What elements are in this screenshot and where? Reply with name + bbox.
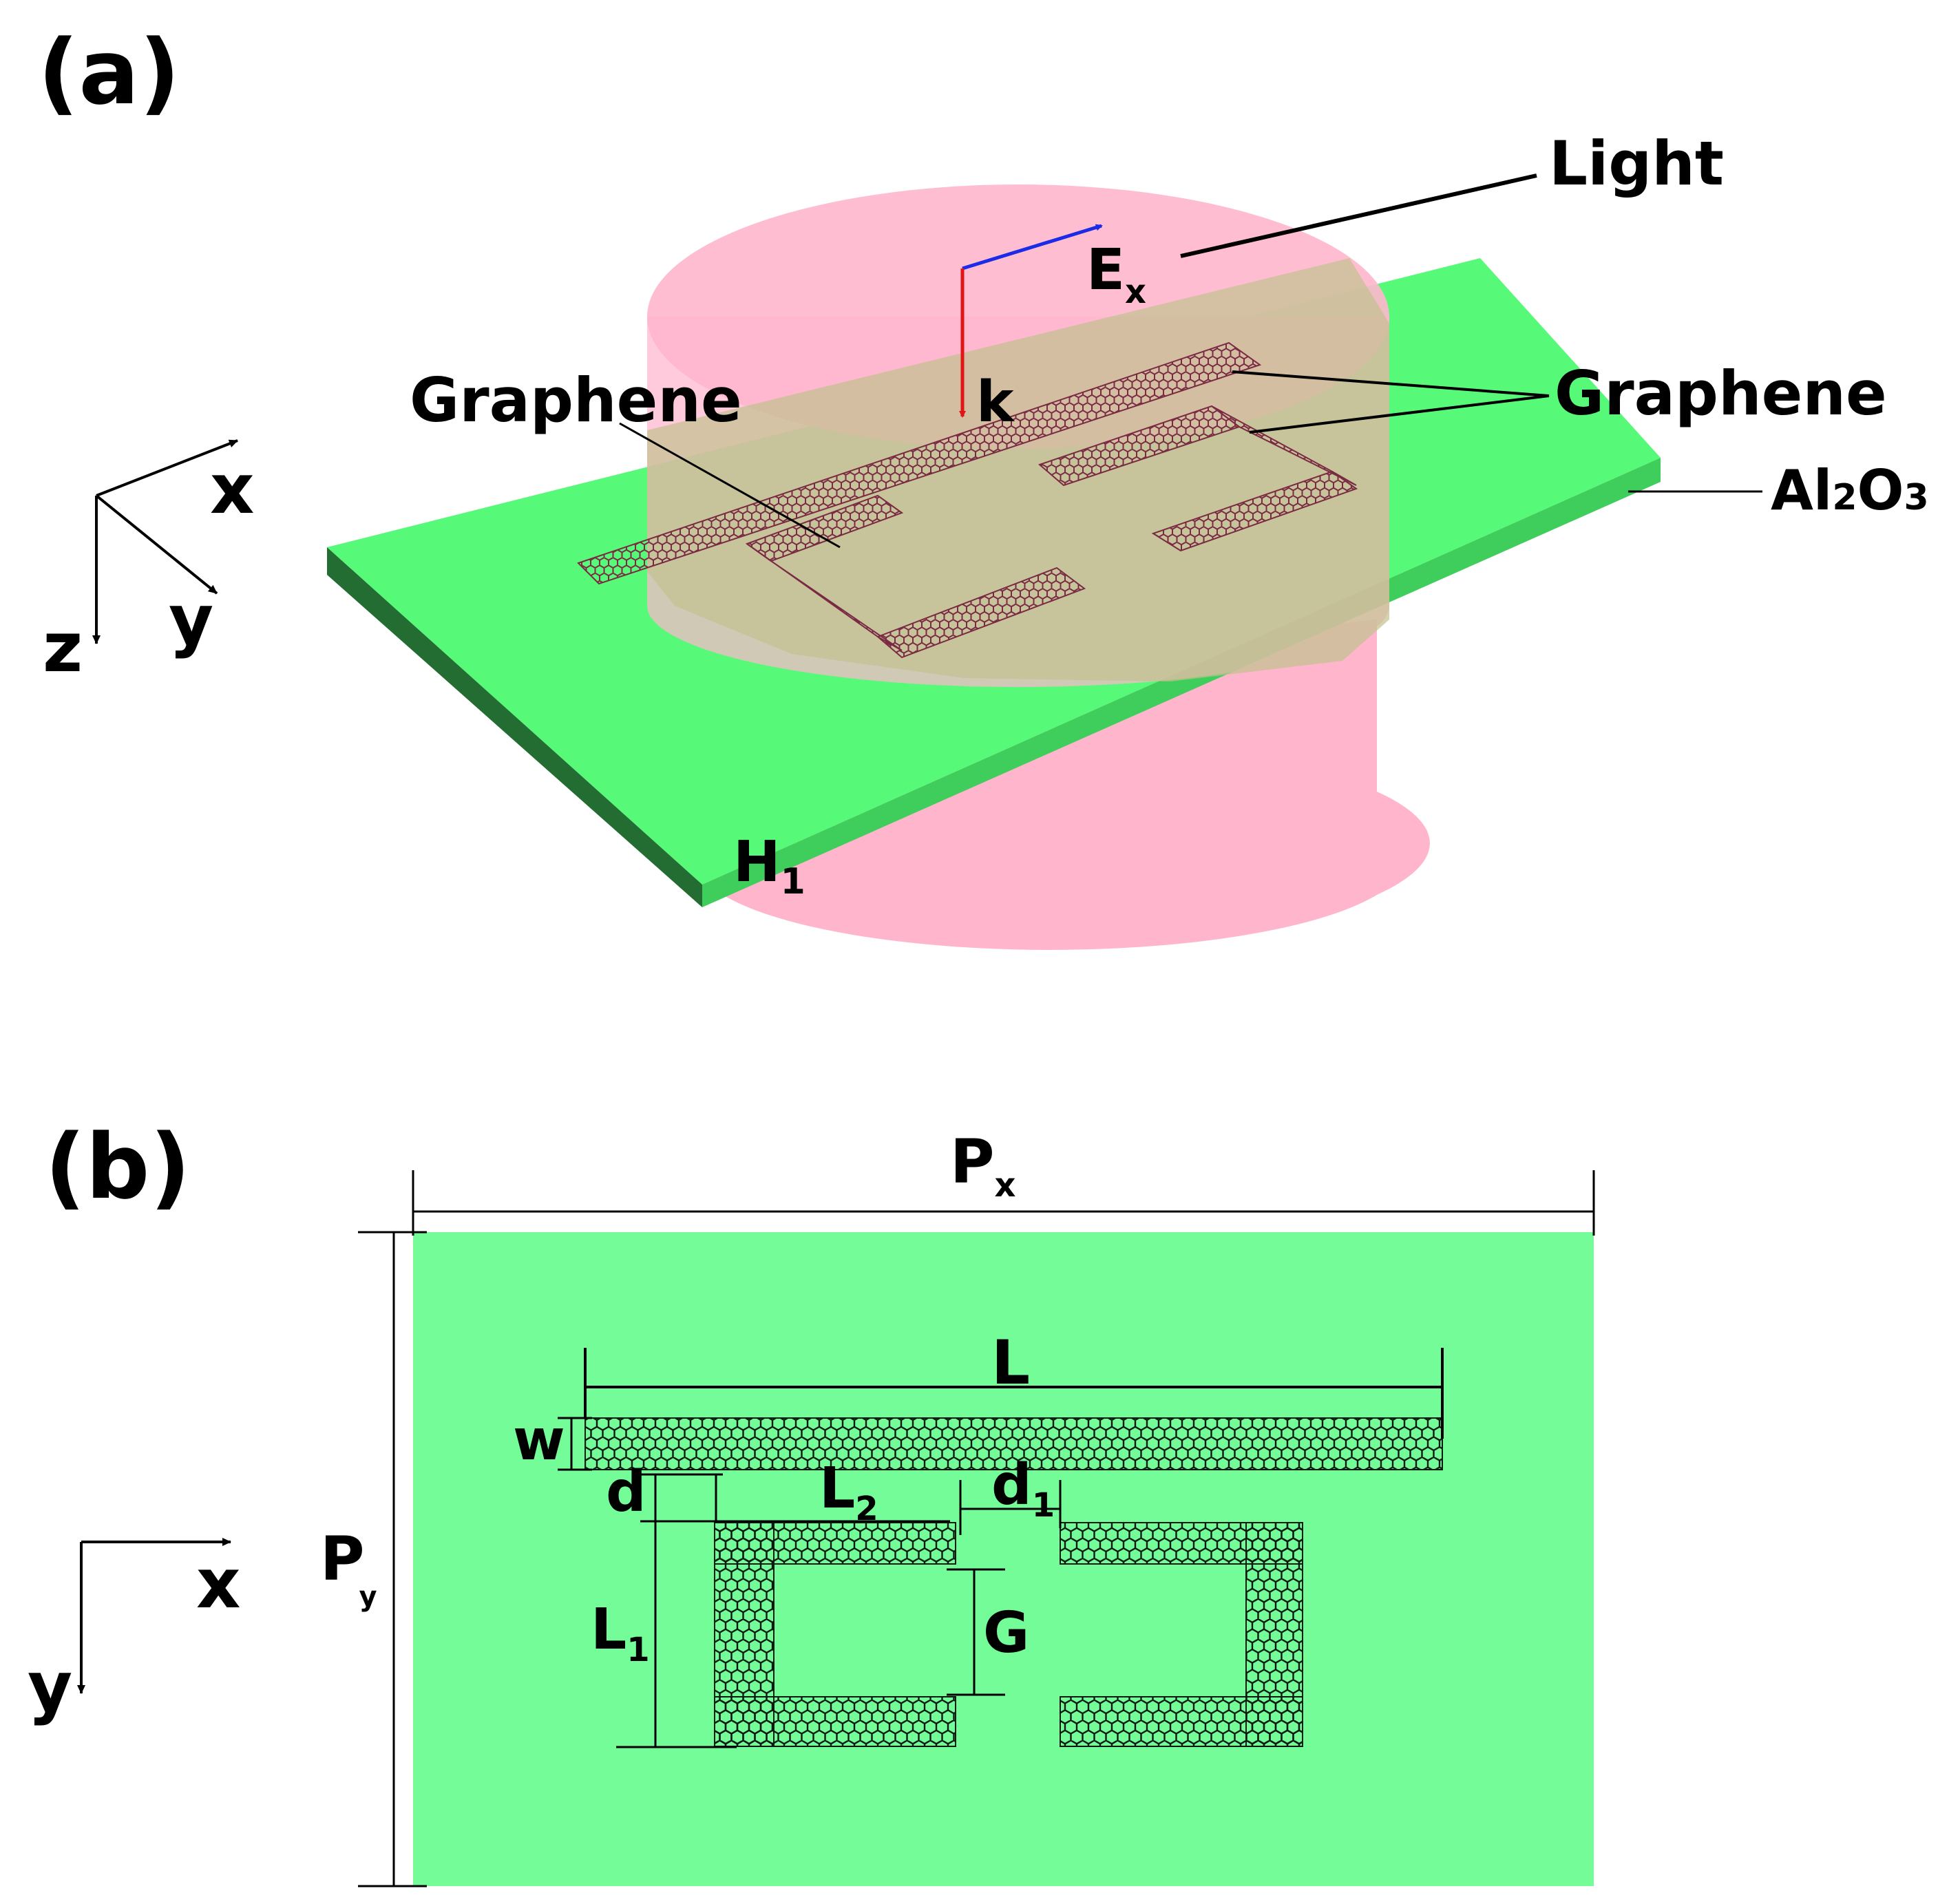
axis-3d-y: [95, 494, 218, 595]
graphene-bar-top: [584, 1417, 1443, 1470]
l1-label: L1: [591, 1597, 650, 1669]
substrate-side-face: [327, 547, 702, 907]
e-field-label: Ex: [1086, 237, 1146, 311]
e-field-arrow: [962, 224, 1103, 271]
graphene-left-c-bottom: [876, 567, 1086, 659]
al2o3-label: Al2O3: [1771, 458, 1929, 522]
dim-g: [947, 1568, 1005, 1696]
graphene-right-c-bottom: [1151, 470, 1358, 552]
graphene-left-label: Graphene: [410, 365, 742, 436]
graphene-right-leader-1: [1232, 370, 1550, 397]
dim-d: [640, 1473, 950, 1747]
dim-py: [358, 1231, 427, 1887]
graphene-right-leader-2: [1249, 394, 1550, 434]
axis-3d-z-label: z: [43, 607, 83, 688]
px-label: Px: [950, 1126, 1016, 1205]
panel-a: (a): [38, 20, 1929, 950]
light-label: Light: [1549, 128, 1724, 199]
graphene-right-label: Graphene: [1555, 358, 1887, 429]
graphene-pattern-top: [584, 1417, 1443, 1747]
l2-label: L2: [819, 1456, 878, 1528]
w-label: w: [513, 1408, 565, 1473]
unit-cell-substrate: [413, 1232, 1594, 1886]
light-leader: [1180, 173, 1537, 258]
axis-3d-y-label: y: [169, 580, 213, 660]
panel-a-label: (a): [38, 20, 180, 125]
substrate-front-face: [702, 458, 1661, 907]
d-label: d: [606, 1459, 646, 1525]
k-vector-label: k: [976, 370, 1015, 435]
graphene-long-bar: [577, 341, 1262, 585]
dim-d1: [960, 1480, 1062, 1528]
axis-3d-x: [96, 439, 238, 497]
axes-2d: x y: [28, 1538, 241, 1727]
h1-label: H1: [733, 829, 805, 902]
l-label: L: [991, 1327, 1030, 1398]
dim-px: [412, 1170, 1595, 1236]
axes-3d: x y z: [43, 439, 255, 688]
g-label: G: [983, 1600, 1029, 1666]
axis-2d-x-label: x: [196, 1543, 241, 1624]
d1-label: d1: [991, 1452, 1055, 1525]
panel-b-label: (b): [45, 1114, 191, 1219]
dim-w: [558, 1417, 592, 1471]
axis-2d-y-label: y: [28, 1647, 72, 1727]
dim-l2: [715, 1474, 962, 1535]
graphene-pattern-3d: [577, 341, 1358, 659]
graphene-right-c-side: [1211, 405, 1357, 486]
graphene-left-leader: [619, 422, 841, 549]
graphene-right-c-bottom-view: [1060, 1696, 1303, 1747]
graphene-left-c-bottom-view: [714, 1696, 956, 1747]
axis-3d-x-label: x: [210, 449, 255, 529]
dim-l: [584, 1348, 1444, 1439]
